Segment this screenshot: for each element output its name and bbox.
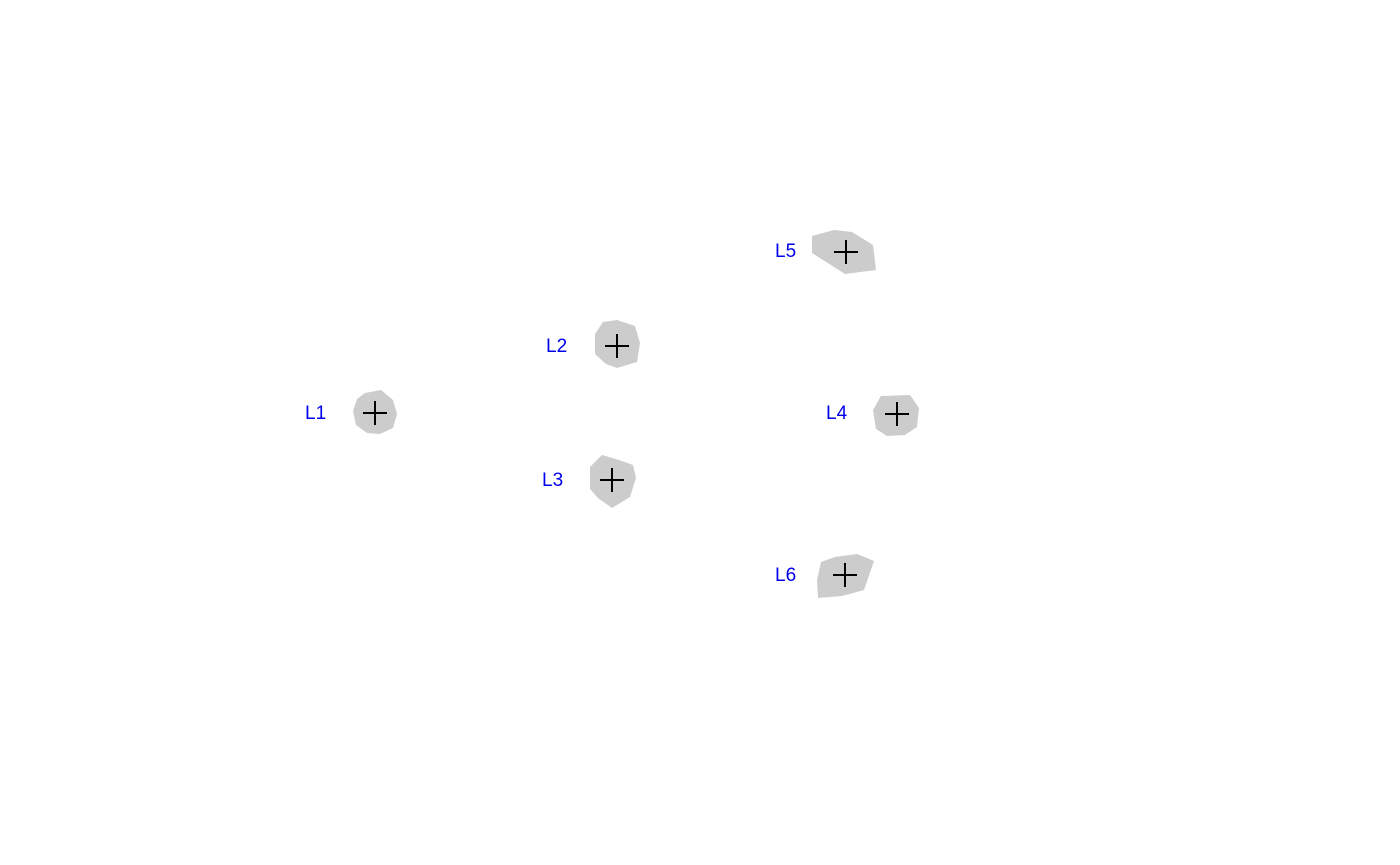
crosshair-icon <box>600 468 624 492</box>
node-l2-label: L2 <box>546 336 567 357</box>
node-l4: L4 <box>826 395 919 436</box>
node-l1: L1 <box>305 390 397 434</box>
node-l6: L6 <box>775 554 874 598</box>
crosshair-icon <box>834 240 858 264</box>
crosshair-icon <box>605 334 629 358</box>
node-l6-label: L6 <box>775 565 796 586</box>
node-l1-label: L1 <box>305 403 326 424</box>
node-l5: L5 <box>775 230 876 274</box>
crosshair-icon <box>363 401 387 425</box>
node-l2: L2 <box>546 320 640 368</box>
node-l5-label: L5 <box>775 241 796 262</box>
node-l4-label: L4 <box>826 403 848 424</box>
crosshair-icon <box>833 563 857 587</box>
node-l3-label: L3 <box>542 470 563 491</box>
node-l3: L3 <box>542 455 636 508</box>
crosshair-icon <box>885 402 909 426</box>
